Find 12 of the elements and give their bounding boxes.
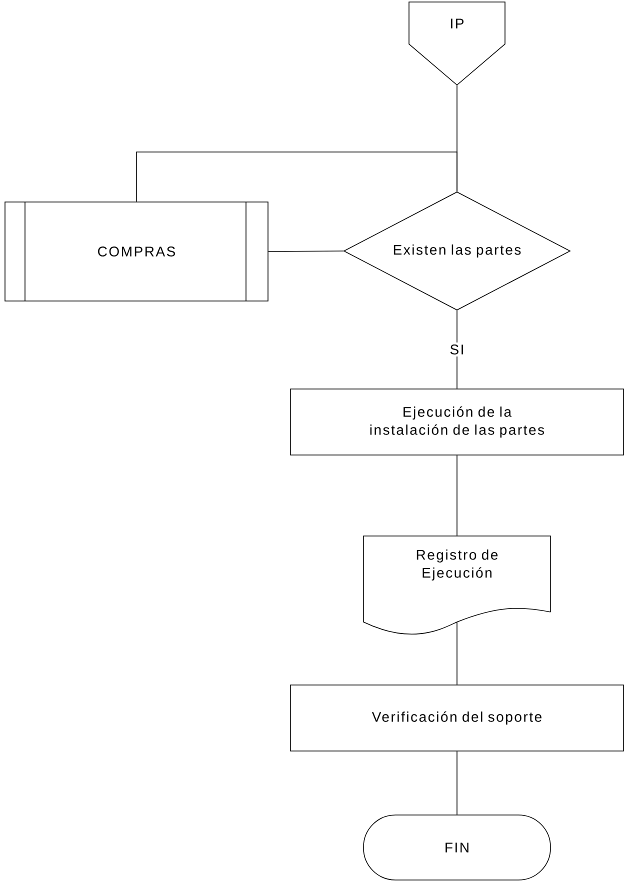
process-box: Ejecución de la instalación de las partes <box>290 388 624 456</box>
edge-label: SI <box>450 344 463 354</box>
connector-line <box>456 455 458 536</box>
connector-line <box>456 751 458 815</box>
subprocess-box: COMPRAS <box>4 202 268 302</box>
connector-line <box>456 622 458 685</box>
process-box: Verificación del soporte <box>290 684 624 752</box>
document-shape: Registro de Ejecución <box>363 536 551 634</box>
offpage-connector: IP <box>408 2 506 86</box>
connector-line <box>136 152 458 202</box>
connector-line <box>268 250 344 252</box>
connector-line <box>456 310 458 389</box>
